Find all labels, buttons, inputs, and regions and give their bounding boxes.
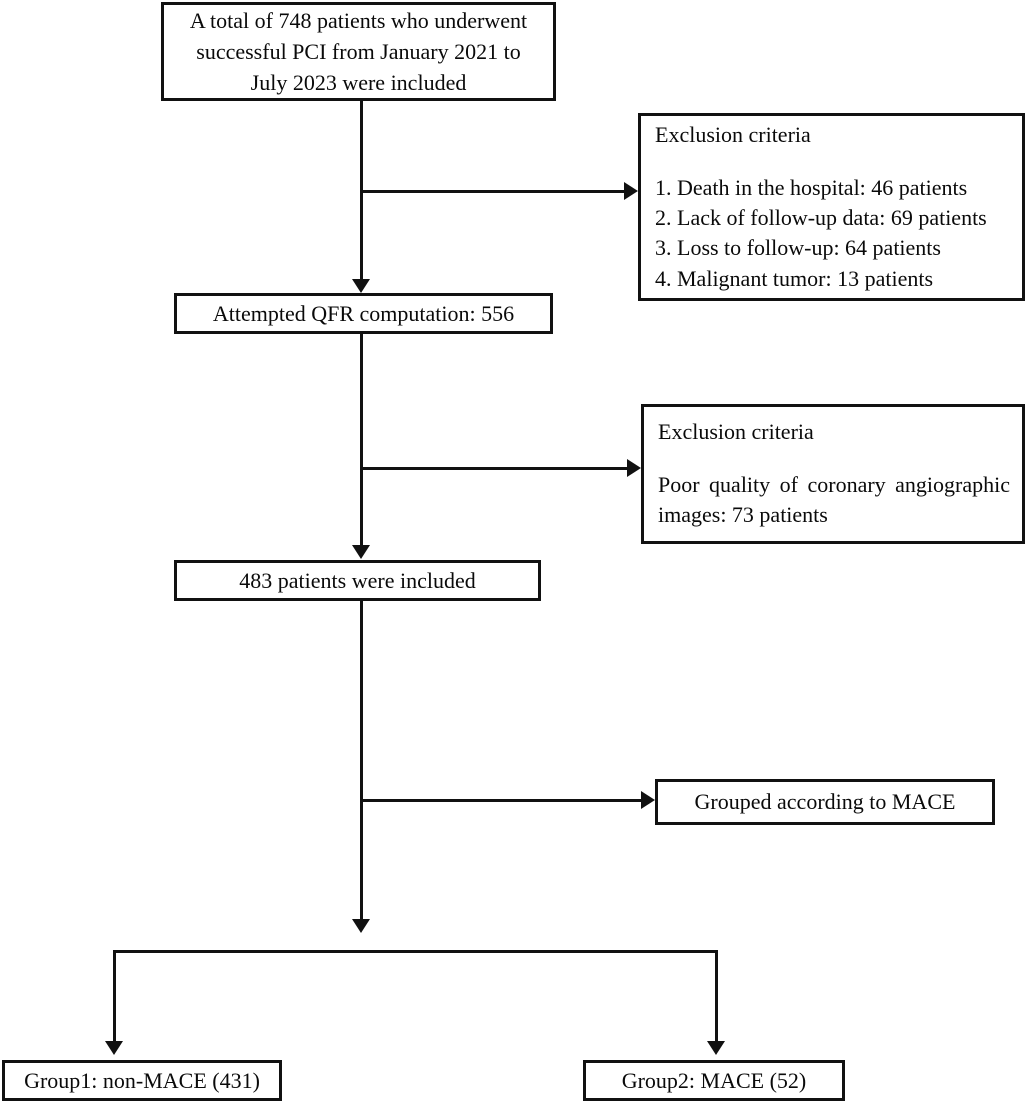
- node-group1-text: Group1: non-MACE (431): [24, 1067, 260, 1093]
- connector-split-right: [715, 950, 718, 1043]
- node-grouping-box: Grouped according to MACE: [655, 779, 995, 825]
- node-exclusion-2-body: Poor quality of coronary angiographic im…: [658, 471, 1010, 528]
- list-item: 3. Loss to follow-up: 64 patients: [655, 235, 941, 261]
- connector-split-bar: [113, 950, 718, 953]
- arrowhead-enrolled-to-qfr: [352, 279, 370, 293]
- node-enrolled-box: A total of 748 patients who underwent su…: [161, 2, 556, 101]
- connector-branch-exclusion-2: [360, 467, 629, 470]
- list-item: 4. Malignant tumor: 13 patients: [655, 265, 934, 291]
- arrowhead-branch-exclusion-1: [624, 182, 638, 200]
- arrowhead-branch-grouping: [641, 791, 655, 809]
- list-item: 1. Death in the hospital: 46 patients: [655, 174, 968, 200]
- node-exclusion-1-list: 1. Death in the hospital: 46 patients 2.…: [655, 173, 1022, 294]
- node-included-box: 483 patients were included: [174, 560, 541, 601]
- spacer: [655, 151, 1022, 173]
- arrowhead-branch-exclusion-2: [627, 459, 641, 477]
- node-exclusion-2-title: Exclusion criteria: [658, 418, 814, 444]
- list-item: 2. Lack of follow-up data: 69 patients: [655, 205, 987, 231]
- node-group2-text: Group2: MACE (52): [621, 1067, 807, 1093]
- connector-branch-exclusion-1: [360, 190, 626, 193]
- node-enrolled-text: A total of 748 patients who underwent su…: [164, 5, 553, 99]
- arrowhead-split-left: [105, 1041, 123, 1055]
- arrowhead-included-to-split: [352, 919, 370, 933]
- arrowhead-qfr-to-included: [352, 545, 370, 559]
- node-enrolled-line-2: successful PCI from January 2021 to: [196, 38, 521, 64]
- connector-split-left: [113, 950, 116, 1043]
- node-qfr-attempted-box: Attempted QFR computation: 556: [174, 293, 553, 334]
- node-enrolled-line-3: July 2023 were included: [250, 70, 467, 96]
- node-exclusion-2-box: Exclusion criteria Poor quality of coron…: [641, 404, 1025, 544]
- node-exclusion-1-content: Exclusion criteria 1. Death in the hospi…: [641, 120, 1022, 294]
- spacer: [658, 448, 1010, 470]
- node-qfr-attempted-text: Attempted QFR computation: 556: [212, 300, 515, 326]
- node-exclusion-2-content: Exclusion criteria Poor quality of coron…: [644, 417, 1022, 531]
- node-exclusion-1-title: Exclusion criteria: [655, 121, 811, 147]
- node-group2-box: Group2: MACE (52): [583, 1060, 845, 1101]
- connector-included-to-split: [360, 601, 363, 921]
- connector-branch-grouping: [360, 799, 643, 802]
- node-grouping-text: Grouped according to MACE: [694, 789, 956, 815]
- node-enrolled-line-1: A total of 748 patients who underwent: [189, 7, 528, 33]
- arrowhead-split-right: [707, 1041, 725, 1055]
- connector-qfr-to-included: [360, 334, 363, 546]
- node-included-text: 483 patients were included: [239, 567, 476, 593]
- node-group1-box: Group1: non-MACE (431): [2, 1060, 282, 1101]
- node-exclusion-1-box: Exclusion criteria 1. Death in the hospi…: [638, 113, 1025, 301]
